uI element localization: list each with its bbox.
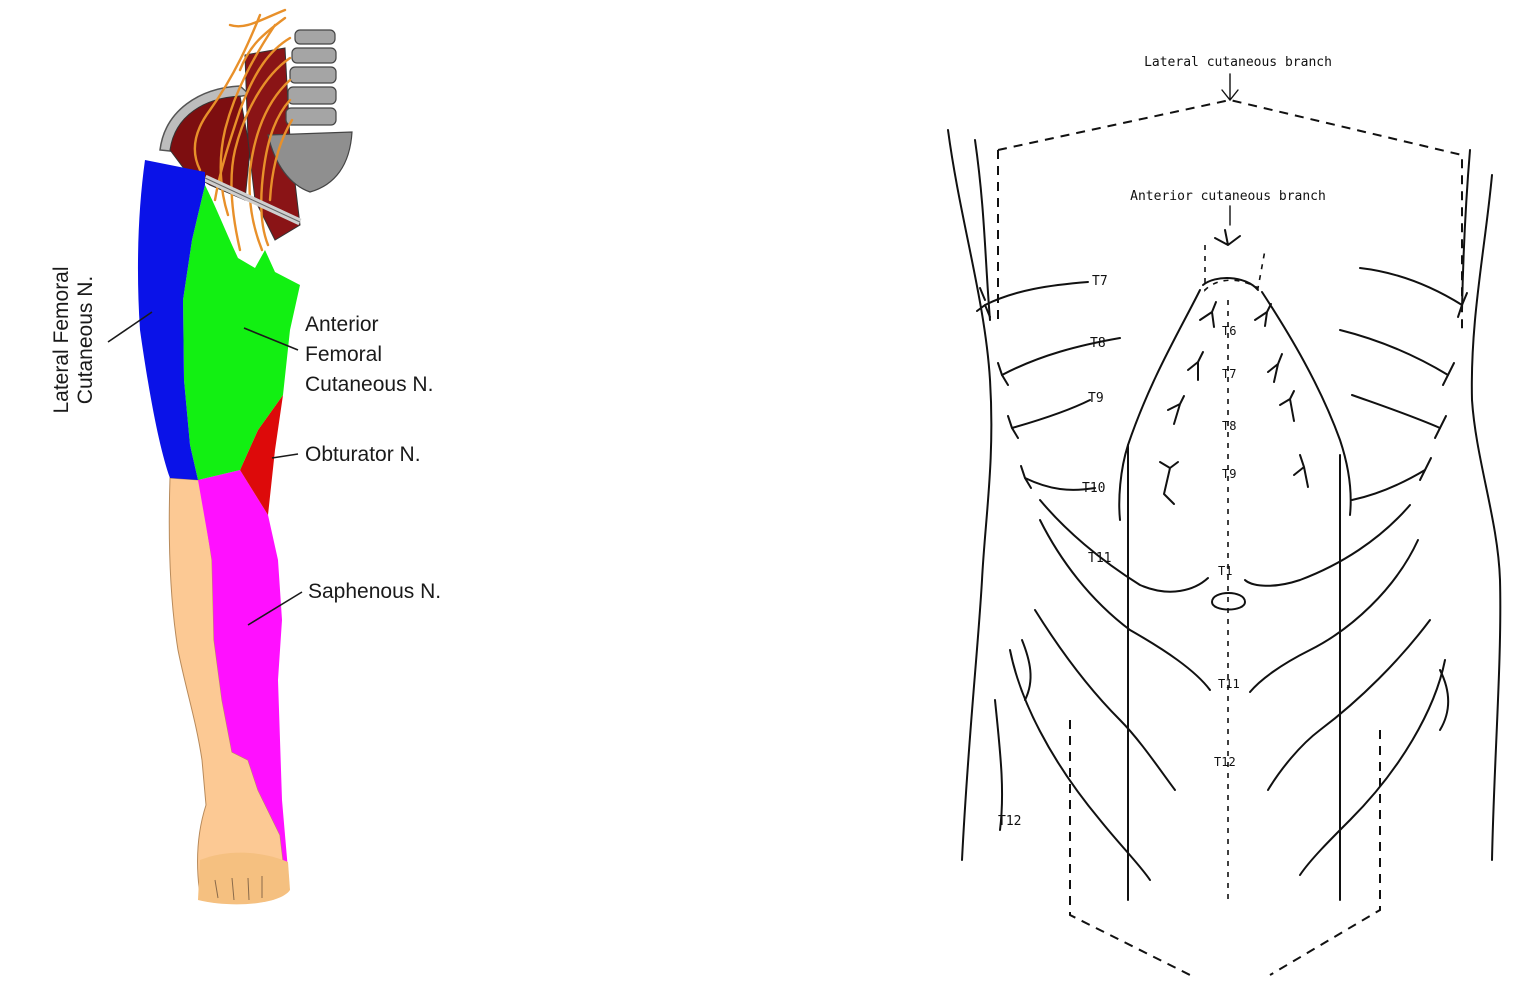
anterior-branch-label: Anterior cutaneous branch xyxy=(1130,189,1326,204)
anterior-femoral-label-line1: Anterior xyxy=(305,313,379,336)
anterior-femoral-label-line3: Cutaneous N. xyxy=(305,373,433,396)
anterior-femoral-label-line2: Femoral xyxy=(305,343,382,366)
left-intercostal-nerves xyxy=(977,282,1210,880)
lateral-femoral-label-line1: Lateral Femoral xyxy=(50,266,73,413)
saphenous-label: Saphenous N. xyxy=(308,580,441,603)
midline-t8: T8 xyxy=(1222,419,1236,433)
leg-dermatome-diagram: Lateral Femoral Cutaneous N. Anterior Fe… xyxy=(50,10,441,904)
midline-t6: T6 xyxy=(1222,324,1236,338)
abdominal-nerve-diagram: Lateral cutaneous branch Anterior cutane… xyxy=(948,55,1500,975)
obturator-label: Obturator N. xyxy=(305,443,421,466)
right-intercostal-nerves xyxy=(1245,268,1467,875)
left-level-t10: T10 xyxy=(1082,481,1105,496)
left-level-t11: T11 xyxy=(1088,551,1111,566)
midline-t12: T12 xyxy=(1214,755,1236,769)
body-outline-right xyxy=(1472,175,1501,860)
foot xyxy=(198,853,290,905)
midline-t11: T11 xyxy=(1218,677,1240,691)
obturator-leader xyxy=(272,454,298,458)
left-level-t7: T7 xyxy=(1092,274,1108,289)
midline-t1: T1 xyxy=(1218,564,1232,578)
lateral-branch-label: Lateral cutaneous branch xyxy=(1144,55,1332,70)
midline-t9: T9 xyxy=(1222,467,1236,481)
bottom-left-t12: T12 xyxy=(998,814,1021,829)
left-level-t8: T8 xyxy=(1090,336,1106,351)
midline-t7: T7 xyxy=(1222,367,1236,381)
left-level-t9: T9 xyxy=(1088,391,1104,406)
lateral-femoral-label-line2: Cutaneous N. xyxy=(74,276,97,404)
